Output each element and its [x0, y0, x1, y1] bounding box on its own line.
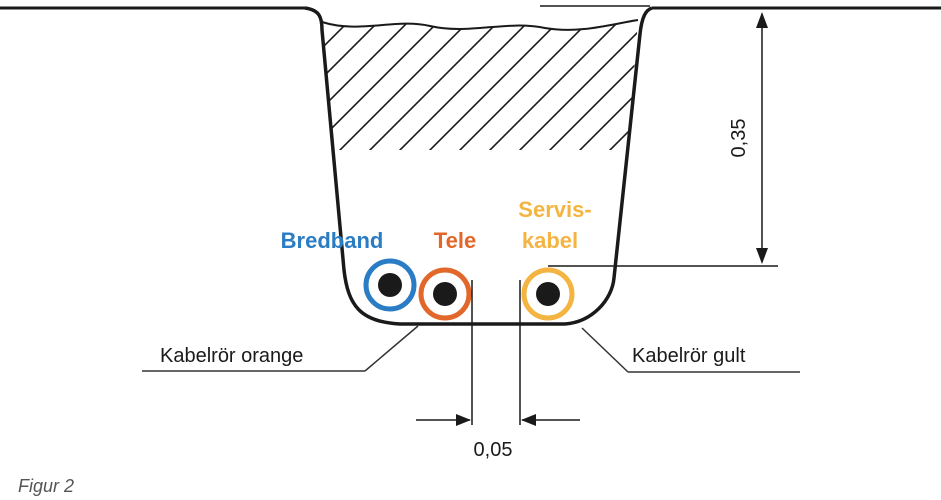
hatch-line: [329, 20, 481, 150]
cable-core-tele: [433, 282, 457, 306]
callout-leader-gult: [581, 327, 629, 373]
label-tele: Tele: [434, 228, 476, 253]
callout-kabelror-orange: Kabelrör orange: [142, 325, 419, 372]
backfill-surface-line: [321, 19, 639, 31]
callout-text-gult: Kabelrör gult: [632, 345, 746, 367]
callout-text-orange: Kabelrör orange: [160, 345, 303, 367]
conduit-bredband: [363, 258, 417, 312]
conduit-tele: [418, 267, 472, 321]
callout-leader-orange: [364, 325, 419, 372]
backfill-hatch: [150, 10, 639, 160]
trench-outline: [304, 6, 653, 326]
hatch-lines: [150, 10, 638, 160]
depth-arrow-top: [756, 12, 768, 28]
hatch-line: [599, 20, 638, 150]
spacing-arrow-left: [456, 414, 471, 426]
cable-core-servis: [536, 282, 560, 306]
hatch-line: [449, 20, 601, 150]
depth-dimension: 0,35: [548, 12, 778, 267]
label-servis-line1: Servis-: [518, 197, 591, 222]
spacing-arrow-right: [521, 414, 536, 426]
hatch-line: [569, 20, 638, 150]
spacing-dimension: 0,05: [416, 280, 580, 461]
label-servis-line2: kabel: [522, 228, 578, 253]
depth-arrow-bottom: [756, 248, 768, 264]
hatch-line: [150, 10, 300, 160]
hatch-line: [479, 20, 631, 150]
spacing-value: 0,05: [474, 439, 513, 461]
conduit-servis: [521, 267, 575, 321]
cable-core-bredband: [378, 273, 402, 297]
hatch-line: [322, 20, 421, 150]
hatch-line: [389, 20, 541, 150]
hatch-line: [359, 20, 511, 150]
figure-caption: Figur 2: [18, 476, 74, 496]
hatch-line: [419, 20, 571, 150]
hatch-line: [322, 20, 361, 150]
hatch-line: [629, 20, 638, 150]
depth-value: 0,35: [728, 119, 750, 158]
hatch-line: [539, 20, 638, 150]
hatch-line: [322, 20, 331, 150]
label-bredband: Bredband: [281, 228, 384, 253]
hatch-line: [322, 20, 391, 150]
callout-kabelror-gult: Kabelrör gult: [581, 327, 800, 373]
hatch-line: [509, 20, 638, 150]
